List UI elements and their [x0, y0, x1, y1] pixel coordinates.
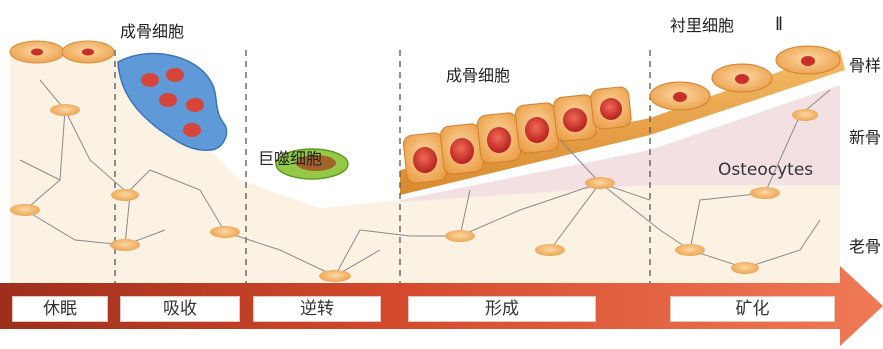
- stage-mineralization: 矿化: [670, 296, 835, 322]
- lining-cell-label: 衬里细胞: [670, 12, 734, 36]
- stage-resorption: 吸收: [120, 296, 240, 322]
- stage-quiescence: 休眠: [12, 296, 108, 322]
- new-bone-label: 新骨: [849, 124, 881, 148]
- macrophage-label: 巨噬细胞: [258, 145, 322, 169]
- stage-formation: 形成: [408, 296, 596, 322]
- osteoblast-label-mid: 成骨细胞: [446, 62, 510, 86]
- pause-mark: ll: [775, 14, 781, 35]
- osteocytes-label: Osteocytes: [718, 160, 813, 180]
- stage-reversal: 逆转: [253, 296, 381, 322]
- old-bone-label: 老骨: [849, 233, 881, 257]
- osteoid-label: 骨样: [849, 52, 881, 76]
- osteoblast-label-left: 成骨细胞: [120, 18, 184, 42]
